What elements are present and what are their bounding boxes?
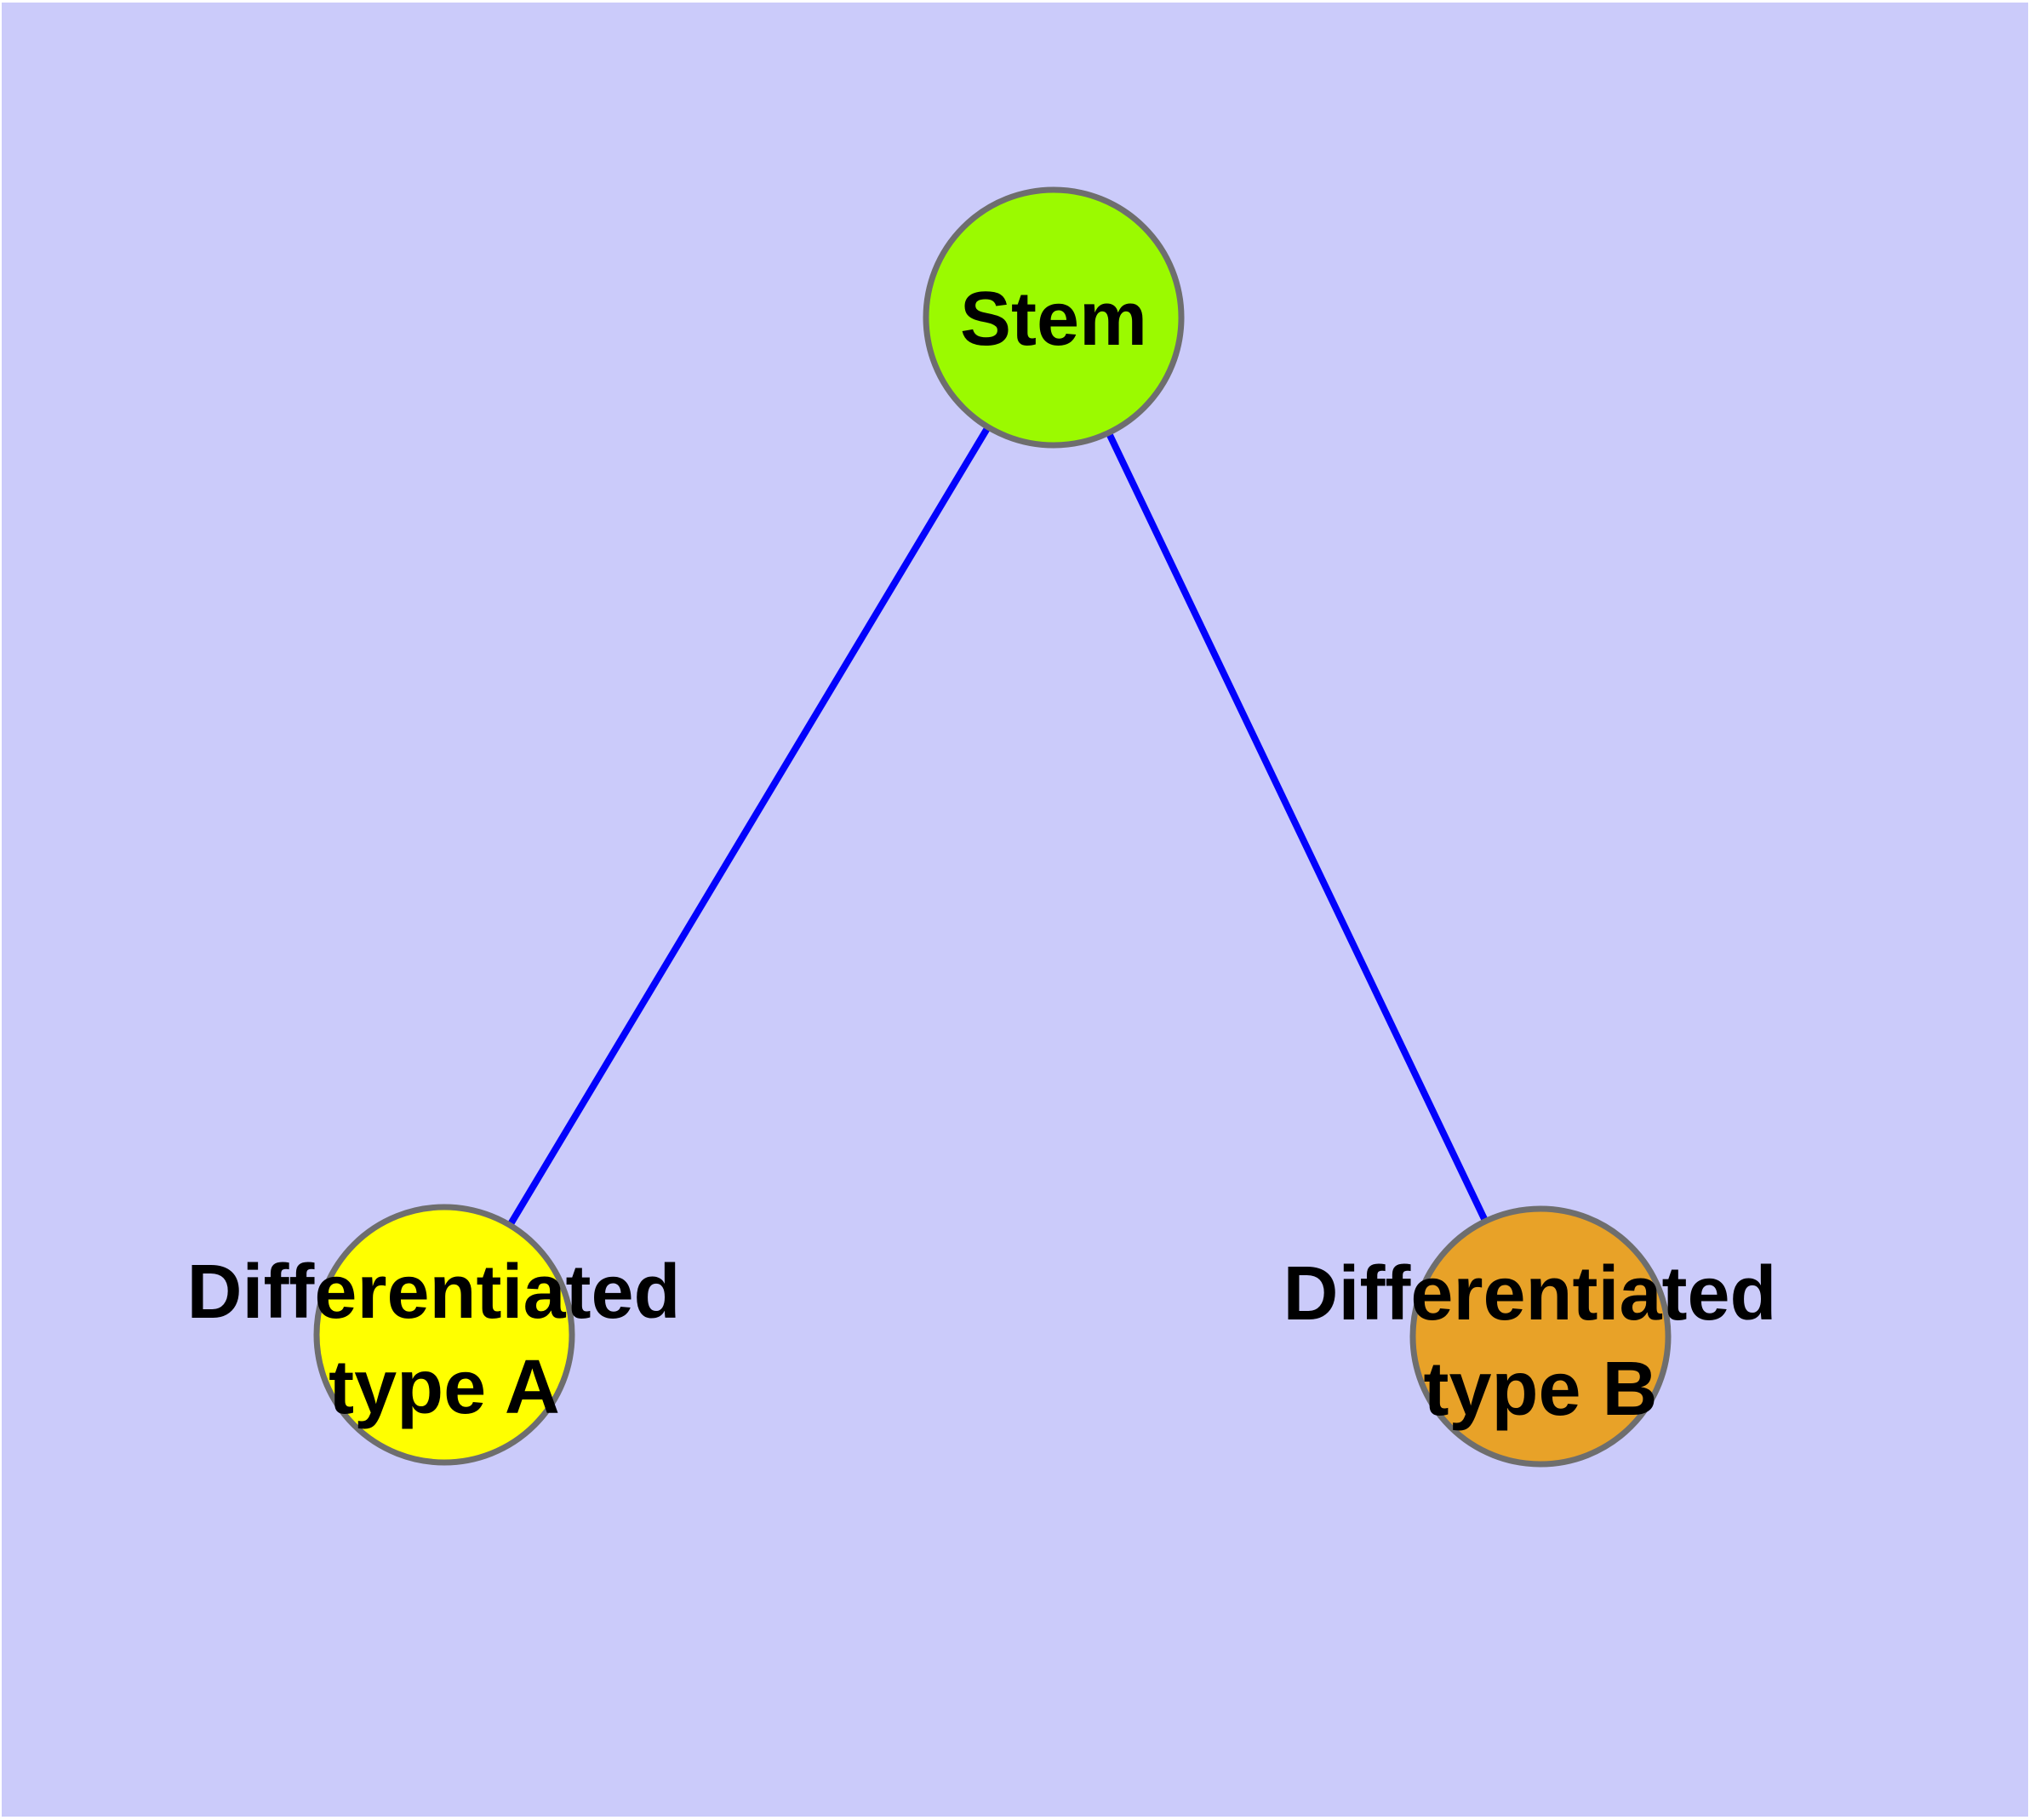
node-typeB-label-line2: type B (1423, 1347, 1657, 1432)
node-stem-circle (923, 186, 1185, 449)
edge-stem-to-typeB (1050, 316, 1544, 1338)
node-typeA-label-line1: Differentiated (186, 1250, 680, 1335)
node-differentiated-type-a: Differentiated type A (186, 1204, 701, 1466)
node-typeB-label-line1: Differentiated (1283, 1251, 1776, 1336)
node-typeA-label: Differentiated type A (186, 1250, 701, 1430)
nodes: Stem Differentiated type A Differentiate… (186, 186, 1798, 1468)
node-typeA-circle (313, 1204, 575, 1466)
node-stem-label: Stem (960, 277, 1147, 362)
node-differentiated-type-b: Differentiated type B (1283, 1205, 1798, 1468)
node-typeB-label: Differentiated type B (1283, 1251, 1798, 1432)
edges (441, 315, 1544, 1338)
edge-stem-to-typeA (441, 315, 1057, 1337)
node-stem: Stem (923, 186, 1185, 449)
node-typeB-circle (1409, 1205, 1672, 1468)
node-typeA-label-line2: type A (329, 1345, 560, 1430)
node-stem-label-line1: Stem (960, 277, 1147, 362)
